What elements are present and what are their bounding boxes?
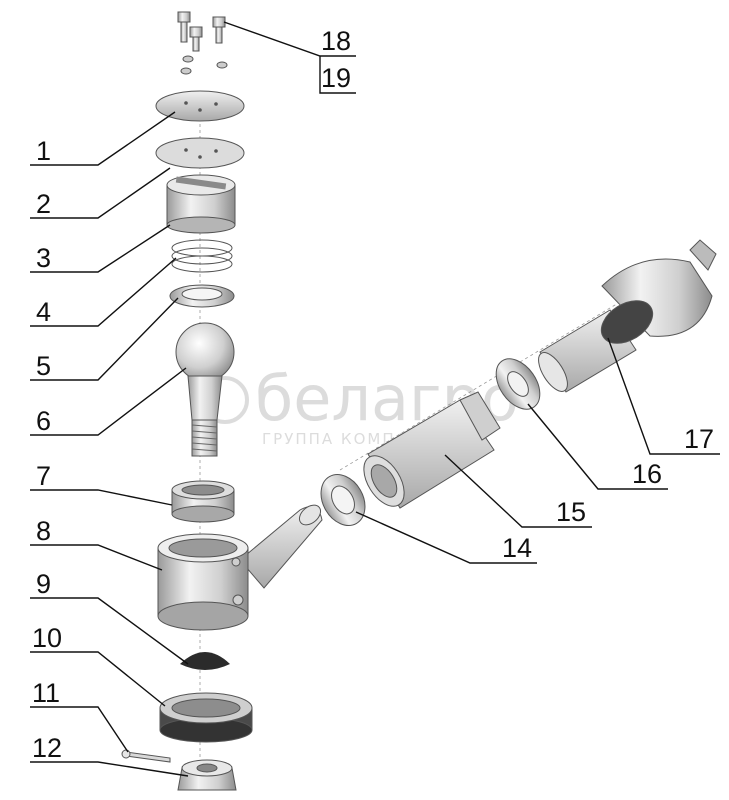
callout-4: 4 xyxy=(36,297,51,327)
callout-11: 11 xyxy=(32,678,60,708)
callout-5: 5 xyxy=(36,351,51,381)
callout-8: 8 xyxy=(36,516,51,546)
callouts: 1 2 3 4 5 6 7 8 9 10 11 12 14 15 16 17 1… xyxy=(32,26,714,763)
part-16-hex-nut xyxy=(495,358,541,410)
part-5-ring xyxy=(169,284,235,308)
part-11-cotter-pin xyxy=(121,749,171,763)
part-2-gasket xyxy=(155,137,245,169)
part-9-dust-boot xyxy=(180,652,230,670)
part-6-ball-pin xyxy=(175,322,235,457)
part-17-tie-rod-end xyxy=(538,239,717,393)
part-10-seal-ring xyxy=(159,692,253,743)
part-7-bushing xyxy=(171,480,235,523)
callout-16: 16 xyxy=(632,459,662,489)
callout-12: 12 xyxy=(32,733,62,763)
callout-17: 17 xyxy=(684,424,714,454)
part-15-adjusting-tube xyxy=(363,391,501,509)
callout-1: 1 xyxy=(36,136,51,166)
callout-15: 15 xyxy=(556,497,586,527)
leader-lines xyxy=(30,21,720,777)
part-3-cup xyxy=(166,174,236,234)
callout-18: 18 xyxy=(321,26,351,56)
callout-10: 10 xyxy=(32,623,62,653)
callout-2: 2 xyxy=(36,189,51,219)
callout-6: 6 xyxy=(36,406,51,436)
part-8-housing xyxy=(157,504,323,631)
callout-9: 9 xyxy=(36,569,51,599)
part-4-spring xyxy=(171,239,233,273)
callout-19: 19 xyxy=(321,63,351,93)
part-1-cover-plate xyxy=(155,90,245,122)
part-12-castle-nut xyxy=(177,759,237,791)
part-14-lock-nut xyxy=(320,474,366,526)
callout-3: 3 xyxy=(36,243,51,273)
callout-7: 7 xyxy=(36,461,51,491)
part-bolts-washers xyxy=(177,11,228,75)
callout-14: 14 xyxy=(502,533,532,563)
